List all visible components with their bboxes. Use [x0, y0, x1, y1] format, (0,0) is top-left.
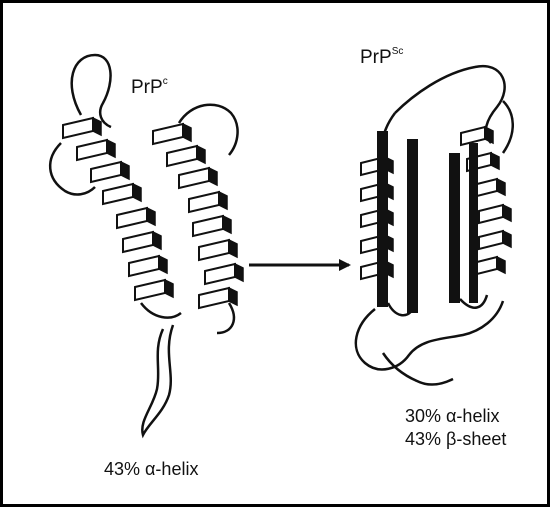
prpc-helix-2 [153, 124, 227, 212]
prpc-label-base: PrP [131, 77, 163, 98]
prpc-helix-3 [117, 208, 173, 300]
beta-strand-4 [469, 143, 478, 303]
prpc-tail [142, 325, 173, 435]
prpsc-label: PrPSc [360, 47, 403, 69]
prpc-helix-1 [63, 118, 141, 204]
prpc-helix-4 [193, 216, 243, 308]
prpsc-helix-right [461, 127, 511, 275]
beta-strand-1 [377, 131, 388, 307]
prpc-helix-percentage: 43% α-helix [104, 458, 198, 480]
prpsc-label-base: PrP [360, 47, 392, 68]
prpsc-helix-percentage: 30% α-helix [405, 405, 499, 427]
prpsc-label-superscript: Sc [392, 46, 404, 57]
prpsc-sheet-percentage: 43% β-sheet [405, 428, 506, 450]
prpc-label-superscript: c [163, 76, 168, 87]
prpsc-tail [383, 353, 453, 385]
beta-strand-3 [449, 153, 460, 303]
beta-strand-2 [407, 139, 418, 313]
prpc-ribbon-structure [50, 55, 243, 435]
prpsc-bottom-loop [356, 301, 503, 369]
prpc-top-loop [72, 55, 111, 127]
prpsc-ribbon-structure [356, 66, 513, 385]
prpc-label: PrPc [131, 77, 168, 99]
prpsc-right-loop [503, 101, 513, 153]
